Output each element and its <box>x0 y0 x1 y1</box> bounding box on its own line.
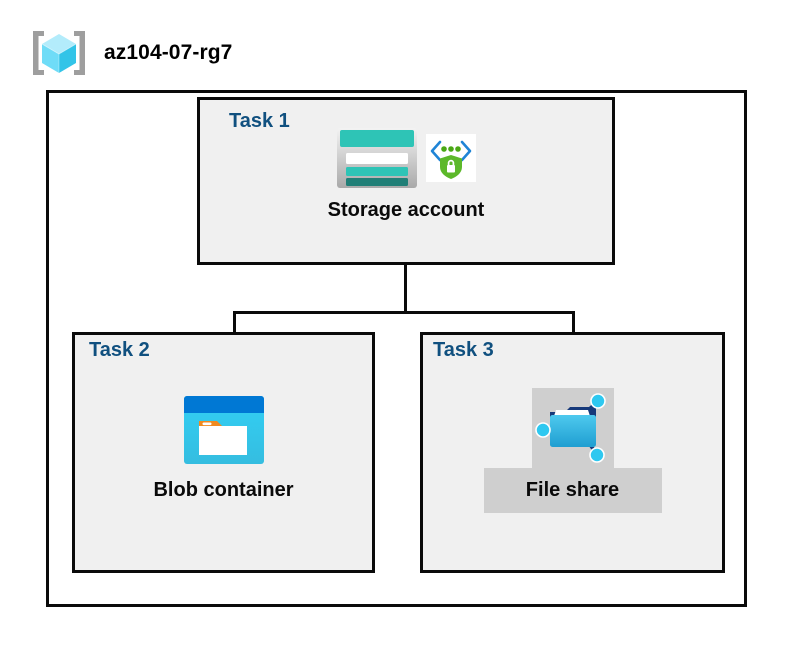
connector-horizontal-bus <box>233 311 575 314</box>
file-share-label-highlight: File share <box>483 468 662 513</box>
storage-account-icon <box>336 127 418 189</box>
task-3-label: Task 3 <box>433 339 494 361</box>
storage-account-label: Storage account <box>327 199 485 221</box>
storage-account-icon-row <box>336 125 476 191</box>
file-share-icon-highlight <box>531 388 614 468</box>
task-1-label: Task 1 <box>229 110 290 132</box>
node-blob-container: Blob container <box>72 395 375 502</box>
blob-container-icon <box>183 395 265 465</box>
encryption-shield-icon <box>426 134 476 182</box>
blob-container-label: Blob container <box>153 479 294 501</box>
resource-group-icon <box>30 28 88 78</box>
file-share-label: File share <box>525 479 620 501</box>
diagram-header: az104-07-rg7 <box>30 26 232 80</box>
resource-group-title: az104-07-rg7 <box>104 41 233 64</box>
connector-storage-trunk <box>404 265 407 314</box>
file-share-icon <box>534 390 612 466</box>
task-2-label: Task 2 <box>89 339 150 361</box>
node-storage-account: Storage account <box>197 125 615 222</box>
node-file-share: File share <box>420 388 725 513</box>
